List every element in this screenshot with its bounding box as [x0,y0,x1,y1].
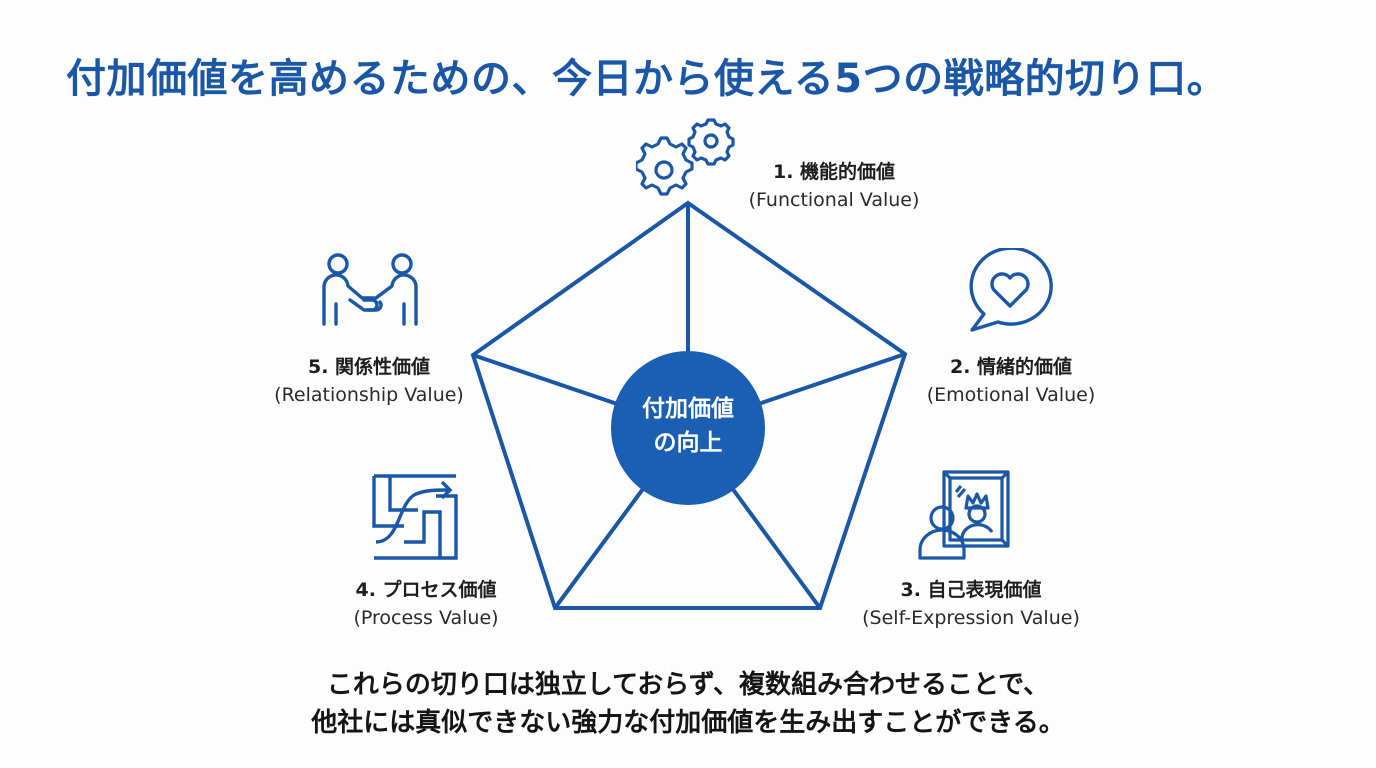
strategy-5-title: 5. 関係性価値 [307,356,431,378]
strategy-2-label: 2. 情緒的価値 (Emotional Value) [906,353,1116,409]
page-title: 付加価値を高めるための、今日から使える5つの戦略的切り口。 [66,56,1228,102]
center-label-line2: の向上 [653,430,723,456]
center-label: 付加価値 の向上 [611,392,765,460]
strategy-3-title: 3. 自己表現価値 [900,579,1042,601]
strategy-5-label: 5. 関係性価値 (Relationship Value) [260,353,478,409]
strategy-2-title: 2. 情緒的価値 [949,356,1073,378]
footer-line1: これらの切り口は独立しておらず、複数組み合わせることで、 [326,670,1050,700]
pentagon-outline [470,200,908,610]
strategy-2-english: (Emotional Value) [926,384,1096,406]
center-label-line1: 付加価値 [642,396,734,422]
strategy-1-label: 1. 機能的価値 (Functional Value) [738,158,930,214]
strategy-3-english: (Self-Expression Value) [862,607,1080,629]
heart-speech-bubble-icon [969,248,1053,332]
footer-summary: これらの切り口は独立しておらず、複数組み合わせることで、 他社には真似できない強… [0,666,1376,742]
center-circle [611,351,765,505]
strategy-3-label: 3. 自己表現価値 (Self-Expression Value) [848,576,1094,632]
strategy-4-english: (Process Value) [353,607,499,629]
strategy-1-english: (Functional Value) [748,189,920,211]
handshake-icon [322,253,418,326]
strategy-1-title: 1. 機能的価値 [772,161,896,183]
footer-line2: 他社には真似できない強力な付加価値を生み出すことができる。 [311,708,1065,738]
mirror-crown-person-icon [918,470,1010,560]
strategy-5-english: (Relationship Value) [274,384,464,406]
strategy-4-label: 4. プロセス価値 (Process Value) [332,576,520,632]
gears-icon [636,118,735,196]
strategy-4-title: 4. プロセス価値 [355,579,497,601]
maze-path-arrow-icon [372,474,458,560]
